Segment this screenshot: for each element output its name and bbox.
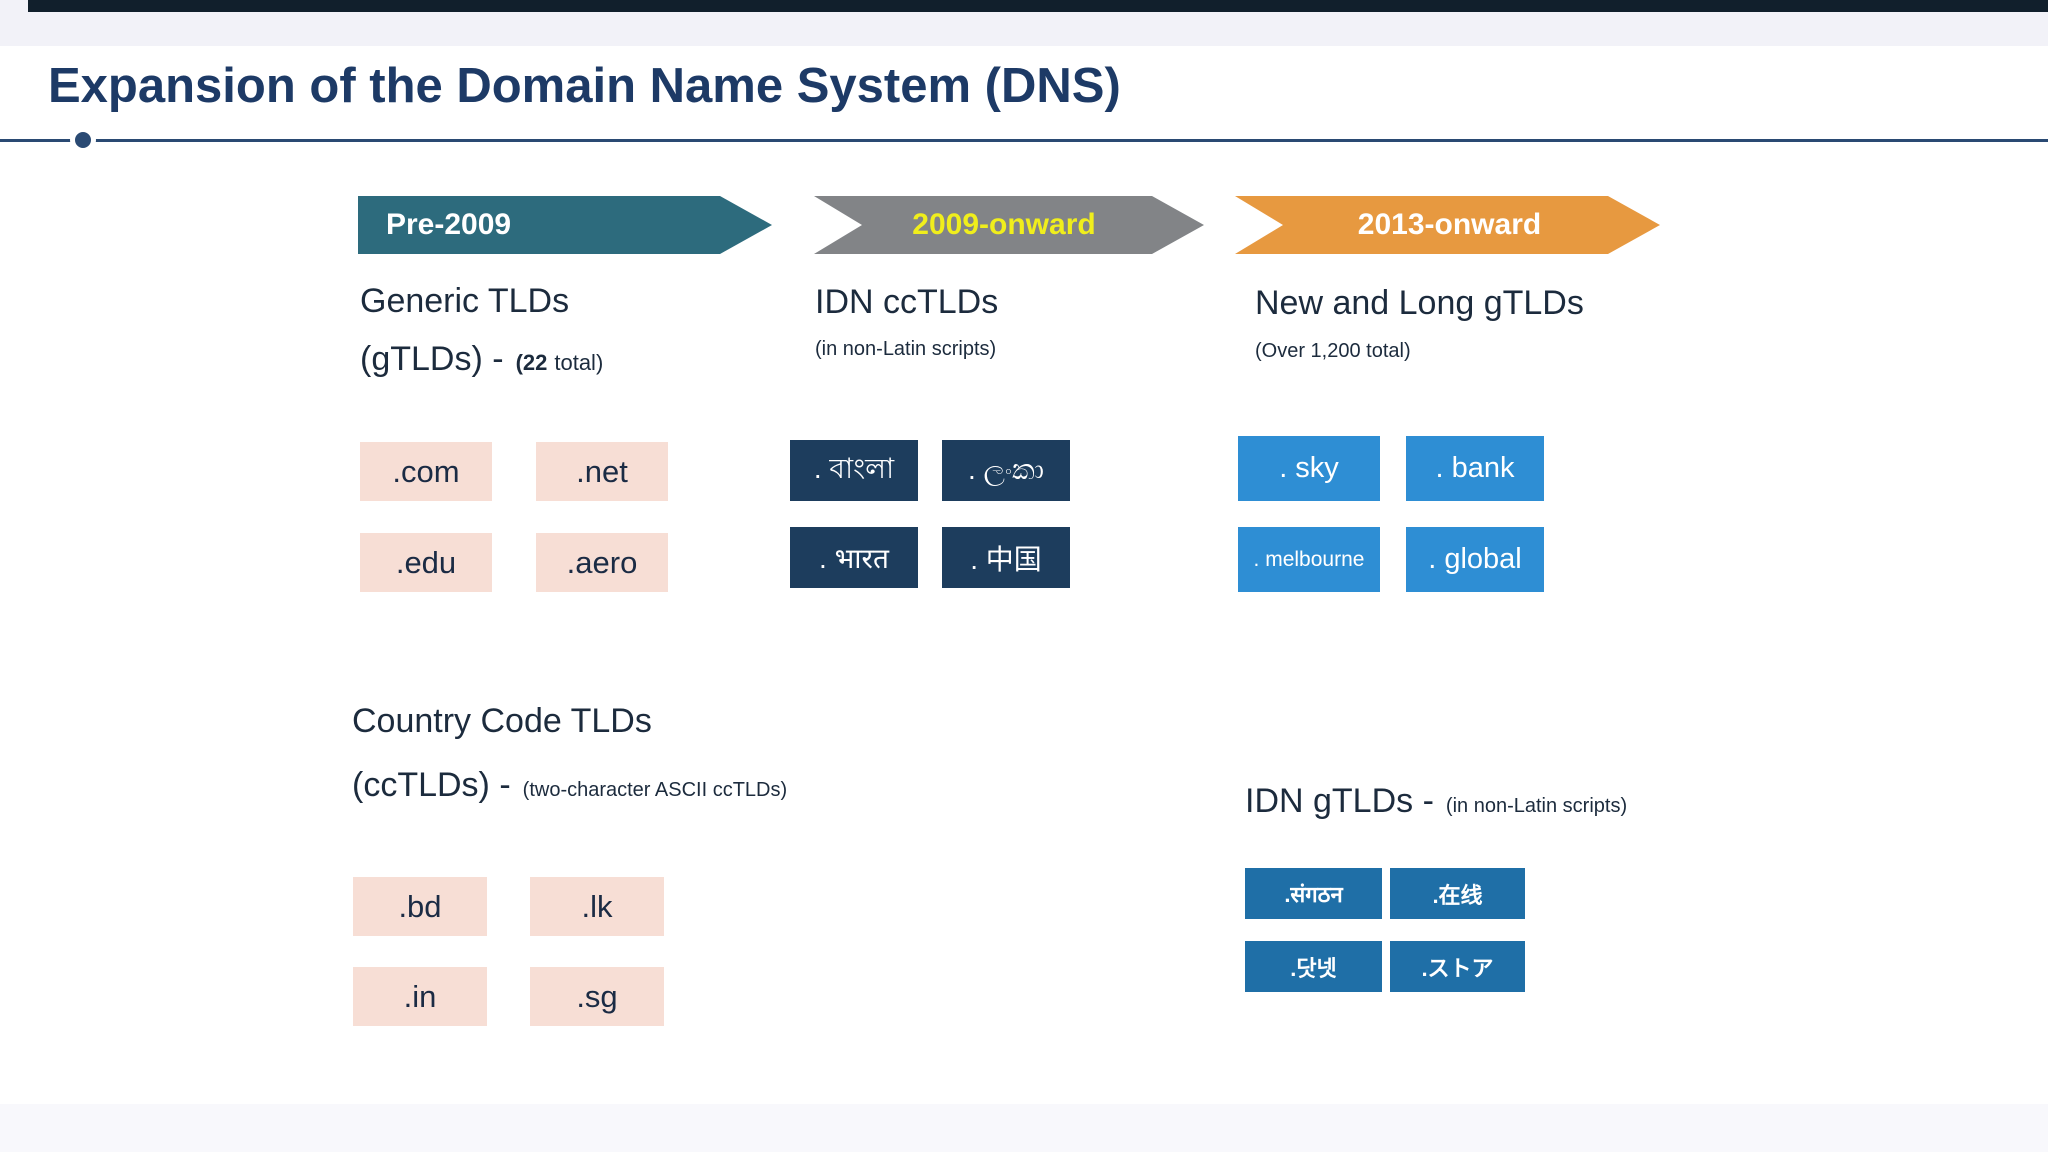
new-gtld-grid: . sky . bank . melbourne . global — [1238, 436, 1544, 592]
idn-gtld-grid: .संगठन .在线 .닷넷 .ストア — [1245, 868, 1525, 992]
subtitle-count-rest: total) — [554, 350, 604, 375]
section-title-generic-tlds: Generic TLDs — [360, 282, 570, 320]
tld-tag-bd: .bd — [353, 877, 487, 936]
generic-tld-grid: .com .net .edu .aero — [360, 442, 668, 592]
tld-tag-sky: . sky — [1238, 436, 1380, 501]
section-title-cctlds: Country Code TLDs — [352, 702, 652, 740]
tld-tag-edu: .edu — [360, 533, 492, 592]
section-subtitle-generic-tlds: (gTLDs) - (22 total) — [360, 340, 603, 379]
page-title: Expansion of the Domain Name System (DNS… — [48, 59, 1121, 113]
tld-tag-net: .net — [536, 442, 668, 501]
timeline-arrow-label: 2013-onward — [1357, 208, 1542, 241]
tld-tag-bharat: . भारत — [790, 527, 918, 588]
section-title-new-long-gtlds: New and Long gTLDs — [1255, 284, 1584, 322]
section-subtitle-cctlds: (ccTLDs) - (two-character ASCII ccTLDs) — [352, 766, 787, 805]
tld-tag-zaixian: .在线 — [1390, 868, 1525, 919]
timeline-arrow-2013-onward: 2013-onward — [1235, 196, 1660, 254]
tld-tag-lk: .lk — [530, 877, 664, 936]
subtitle-cctlds: (ccTLDs) - — [352, 766, 511, 804]
top-accent-bar — [28, 0, 2048, 12]
timeline-arrow-2009-onward: 2009-onward — [814, 196, 1204, 254]
section-note-idn-cctlds: (in non-Latin scripts) — [815, 338, 997, 360]
subtitle-cctlds-note: (two-character ASCII ccTLDs) — [522, 779, 788, 801]
subtitle-count-bold: (22 — [515, 350, 548, 375]
timeline-arrow-pre-2009: Pre-2009 — [358, 196, 772, 254]
tld-tag-zhongguo: . 中国 — [942, 527, 1070, 588]
tld-tag-sangathan: .संगठन — [1245, 868, 1382, 919]
title-underline — [0, 139, 2048, 142]
tld-tag-sutoa: .ストア — [1390, 941, 1525, 992]
section-title-idn-cctlds: IDN ccTLDs — [815, 283, 999, 321]
note-idn-gtlds: (in non-Latin scripts) — [1445, 795, 1628, 817]
tld-tag-in: .in — [353, 967, 487, 1026]
tld-tag-melbourne: . melbourne — [1238, 527, 1380, 592]
tld-tag-com: .com — [360, 442, 492, 501]
cctld-grid: .bd .lk .in .sg — [353, 877, 664, 1026]
tld-tag-sg: .sg — [530, 967, 664, 1026]
tld-tag-bank: . bank — [1406, 436, 1544, 501]
idn-cctld-grid: . বাংলা . ලංකා . भारत . 中国 — [790, 440, 1070, 588]
tld-tag-aero: .aero — [536, 533, 668, 592]
subtitle-gtlds: (gTLDs) - — [360, 340, 504, 378]
tld-tag-lanka: . ලංකා — [942, 440, 1070, 501]
title-underline-dot — [70, 127, 96, 153]
tld-tag-global: . global — [1406, 527, 1544, 592]
tld-tag-datnet: .닷넷 — [1245, 941, 1382, 992]
section-title-idn-gtlds: IDN gTLDs - (in non-Latin scripts) — [1245, 782, 1627, 821]
bottom-background-band — [0, 1104, 2048, 1152]
timeline-arrow-label: 2009-onward — [912, 208, 1096, 241]
timeline-arrow-label: Pre-2009 — [386, 208, 512, 241]
tld-tag-bangla: . বাংলা — [790, 440, 918, 501]
title-idn-gtlds: IDN gTLDs - — [1245, 782, 1434, 820]
section-note-new-long-gtlds: (Over 1,200 total) — [1255, 340, 1411, 362]
